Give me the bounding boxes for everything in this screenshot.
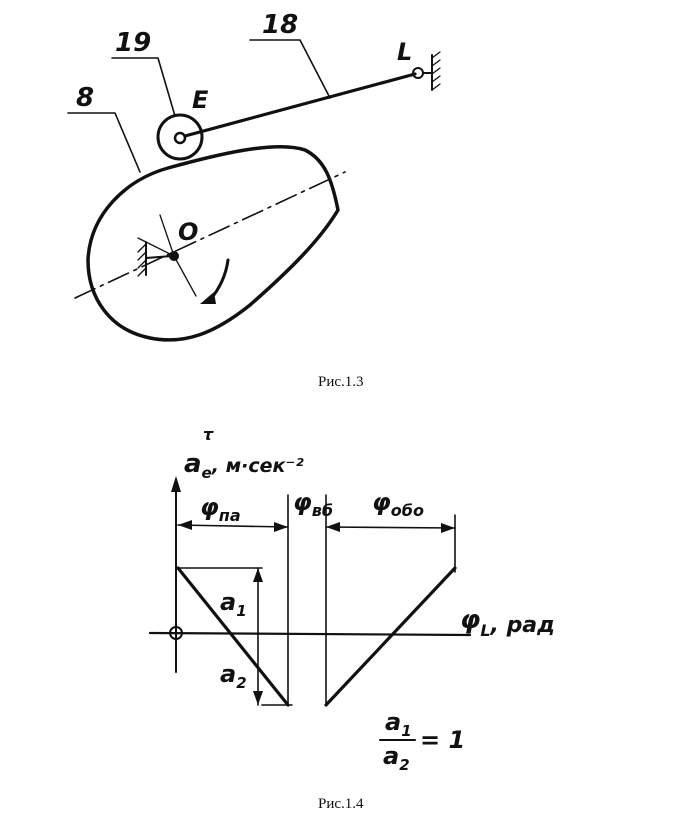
- figure-caption-1-3: Рис.1.3: [318, 374, 364, 390]
- dimension-arrowhead: [253, 568, 263, 582]
- x-axis-label: φL, рад: [460, 605, 555, 640]
- ground-hatch: [137, 243, 147, 253]
- label-gear-19: 19: [115, 28, 151, 58]
- roller-pin: [173, 131, 187, 145]
- ground-hatch: [137, 267, 147, 277]
- cam-radial-line: [173, 255, 197, 297]
- y-axis-arrowhead: [171, 476, 181, 492]
- label-point-l: L: [397, 38, 412, 66]
- cam-axis-line: [74, 171, 346, 299]
- label-point-e: E: [192, 86, 209, 114]
- cam-radial-line: [159, 214, 175, 257]
- phase-label-dwell: φвб: [293, 488, 333, 520]
- phase-label-return: φобо: [372, 488, 424, 520]
- ground-hatch: [431, 59, 441, 67]
- amplitude-label-a2: a2: [220, 660, 247, 692]
- phase-dimension-line: [325, 526, 456, 529]
- rotation-arrowhead: [200, 292, 216, 304]
- ground-hatch: [431, 51, 441, 59]
- rocker-link-18: [183, 72, 417, 138]
- roller-outer-circle: [156, 113, 204, 161]
- cam-profile: [86, 145, 340, 342]
- dimension-arrowhead: [178, 520, 192, 530]
- acceleration-segment-approach: [176, 566, 290, 707]
- dimension-arrowhead: [326, 522, 340, 532]
- phase-dimension-line: [177, 524, 289, 528]
- phase-label-approach: φпа: [200, 493, 241, 525]
- acceleration-segment-return: [324, 566, 457, 707]
- ground-support-line: [145, 255, 173, 259]
- ground-hatch: [137, 251, 147, 261]
- dimension-arrowhead: [253, 691, 263, 705]
- label-center-o: O: [178, 218, 198, 246]
- y-axis-label-superscript: τ: [203, 425, 214, 444]
- amplitude-label-a1: a1: [220, 588, 247, 620]
- ratio-denominator: a2: [383, 742, 410, 774]
- acceleration-diagram-figure: ae, м·сек⁻² τ φL, рад φпа φвб φоб: [148, 425, 555, 774]
- cam-center-pivot: [169, 251, 179, 261]
- dimension-arrowhead: [274, 522, 288, 532]
- leader-line-18: [249, 39, 331, 99]
- label-link-18: 18: [262, 10, 298, 40]
- cam-mechanism-figure: 19 18 8 E L O: [67, 10, 441, 342]
- dimension-arrowhead: [441, 523, 455, 533]
- ground-hatch: [431, 75, 441, 83]
- x-axis: [148, 631, 472, 637]
- leader-line-19: [111, 57, 176, 117]
- cam-radial-line: [137, 237, 175, 257]
- ground-hatch: [137, 259, 147, 269]
- ground-hatch: [431, 83, 441, 91]
- ratio-numerator: a1: [385, 708, 412, 740]
- ground-hatch: [431, 67, 441, 75]
- leader-line-8: [67, 112, 141, 173]
- figure-caption-1-4: Рис.1.4: [318, 796, 364, 812]
- label-cam-8: 8: [76, 83, 94, 113]
- y-axis-label: ae, м·сек⁻²: [184, 449, 304, 482]
- ratio-value: = 1: [420, 726, 465, 754]
